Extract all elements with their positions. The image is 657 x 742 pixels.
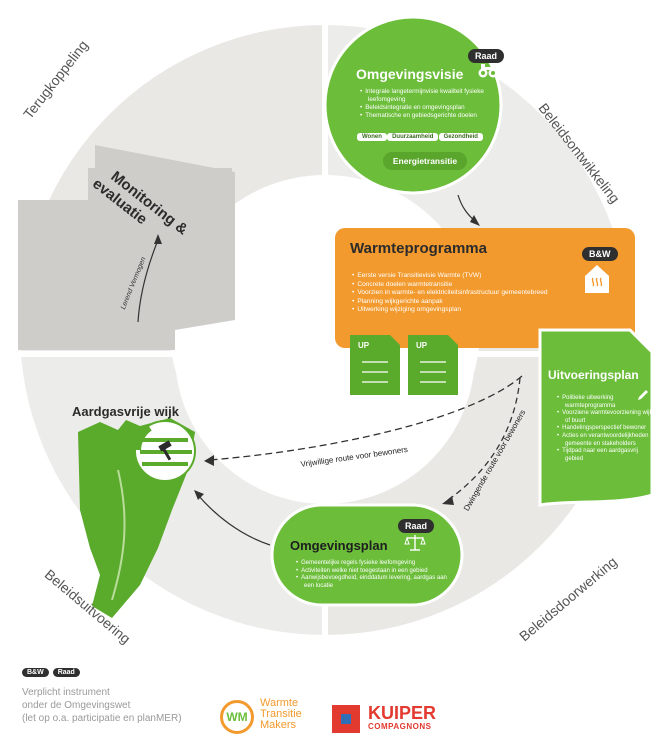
kuiper-logo-name: KUIPER [368,703,437,723]
voluntary-route-arrow [209,375,523,461]
legend-badges: B&W Raad [22,668,80,677]
list-item: Acties en verantwoordelijkheden gemeente… [562,433,657,448]
legend-badge-raad: Raad [52,668,80,677]
wtm-logo-line3: Makers [260,719,297,731]
list-item: Eerste versie Transitievisie Warmte (TVW… [357,272,590,281]
list-item: Gemeentelijke regels fysieke leefomgevin… [301,560,456,568]
energietransitie-button: Energietransitie [383,152,467,170]
list-item: Thematische en gebiedsgerichte doelen [365,112,496,120]
list-item: Beleidsintegratie en omgevingsplan [365,104,496,112]
tag-wonen: Wonen [357,133,387,141]
up-document-2 [408,335,458,395]
warmteprogramma-badge-text: B&W [582,247,618,261]
list-item: Voorzien in warmte- en elektriciteitsinf… [357,289,590,298]
list-item: Tijdpad naar een aardgasvrij gebied [562,448,657,463]
list-item: Planning wijkgerichte aanpak [357,298,590,307]
uitvoeringsplan-title: Uitvoeringsplan [548,368,639,382]
legend-text: Verplicht instrument onder de Omgevingsw… [22,686,182,725]
list-item: Voorziene warmtevoorziening wijk of buur… [562,410,657,425]
wtm-logo-text: Warmte Transitie Makers [260,698,302,731]
omgevingsvisie-tags: Wonen Duurzaamheid Gezondheid [357,133,483,141]
hammer-icon [156,440,178,462]
aardgasvrije-wijk-title: Aardgasvrije wijk [72,404,179,419]
omgevingsvisie-title: Omgevingsvisie [356,66,464,82]
list-item: Aanwijsbevoegdheid, einddatum levering, … [301,575,456,590]
list-item: Concrete doelen warmtetransitie [357,281,590,290]
tag-duurzaamheid: Duurzaamheid [387,133,439,141]
list-item: Handelingsperspectief bewoner [562,425,657,433]
up-document-1 [350,335,400,395]
omgevingsvisie-badge-text: Raad [468,49,505,63]
omgevingsplan-badge: Raad [398,516,435,534]
warmteprogramma-title: Warmteprogramma [350,240,487,257]
monitoring-arrow-shape [18,145,235,350]
kuiper-logo-text: KUIPER COMPAGNONS [368,704,436,731]
omgevingsvisie-badge: Raad [468,46,505,64]
list-item: Uitwerking wijziging omgevingsplan [357,306,590,315]
wtm-logo-line1: Warmte [260,697,299,709]
list-item: Activiteiten welke niet toegestaan in ee… [301,568,456,576]
up-doc-label-1: UP [358,341,370,350]
tag-gezondheid: Gezondheid [438,133,483,141]
scales-icon [404,534,426,552]
list-item: Integrale langetermijnvisie kwaliteit fy… [365,88,496,104]
omgevingsplan-title: Omgevingsplan [290,538,388,553]
warmteprogramma-badge: B&W [582,244,618,262]
omgevingsplan-list: Gemeentelijke regels fysieke leefomgevin… [294,560,456,590]
wtm-logo-line2: Transitie [260,708,302,720]
omgevingsplan-badge-text: Raad [398,519,435,533]
legend-line3: (let op o.a. participatie en planMER) [22,713,182,724]
wtm-logo-mark-text: WM [226,710,248,724]
heat-house-icon [584,264,610,294]
legend-badge-bw: B&W [22,668,49,677]
kuiper-logo-mark [332,705,360,733]
omgevingsvisie-list: Integrale langetermijnvisie kwaliteit fy… [358,88,496,120]
uitvoeringsplan-list: Politieke uitwerking warmteprogramma Voo… [555,395,657,463]
list-item: Politieke uitwerking warmteprogramma [562,395,657,410]
mandatory-route-arrow [447,377,521,501]
kuiper-logo-sub: COMPAGNONS [368,722,432,731]
warmteprogramma-list: Eerste versie Transitievisie Warmte (TVW… [350,272,590,315]
legend-line1: Verplicht instrument [22,687,110,698]
up-doc-label-2: UP [416,341,428,350]
wtm-logo-mark: WM [220,700,254,734]
legend-line2: onder de Omgevingswet [22,700,131,711]
arrow-plan-to-wijk [197,494,271,546]
learning-arrow [137,239,159,323]
binoculars-icon [478,62,498,78]
